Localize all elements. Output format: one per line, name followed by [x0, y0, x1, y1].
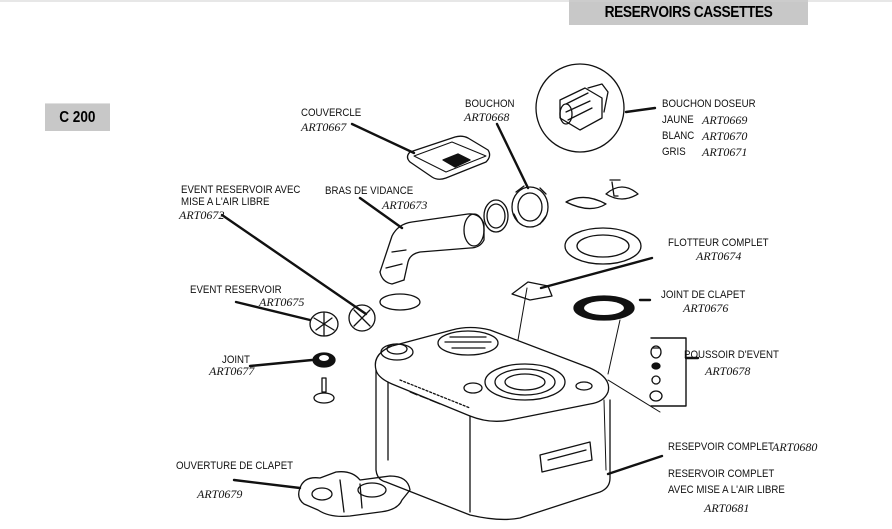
label-event-reservoir: EVENT RESERVOIR — [190, 284, 282, 296]
label-joint: JOINT — [222, 354, 250, 366]
bouchon-doseur-drawing — [535, 63, 625, 153]
label-variant-gris: GRIS — [662, 146, 686, 158]
event-reservoir-drawing — [309, 304, 376, 404]
label-bouchon-doseur: BOUCHON DOSEUR — [662, 98, 756, 110]
thin-leader-lines — [517, 287, 661, 413]
label-poussoir: POUSSOIR D'EVENT — [684, 349, 779, 361]
label-variant-jaune: JAUNE — [662, 114, 694, 126]
ref-joint: ART0677 — [209, 364, 255, 378]
ouverture-clapet-drawing — [298, 471, 411, 518]
header-bar: RESERVOIRS CASSETTES — [569, 0, 808, 25]
ref-couvercle: ART0667 — [301, 120, 347, 134]
flotteur-drawing — [511, 179, 642, 301]
model-badge-label: C 200 — [59, 108, 96, 126]
ref-flotteur: ART0674 — [696, 249, 742, 263]
ref-variant-blanc: ART0670 — [702, 129, 748, 143]
leader-lines — [220, 106, 700, 490]
label-couvercle: COUVERCLE — [301, 107, 362, 119]
ref-joint-clapet: ART0676 — [683, 301, 729, 315]
bouchon-drawing — [483, 185, 549, 233]
bras-vidance-drawing — [379, 213, 485, 311]
label-flotteur: FLOTTEUR COMPLET — [668, 237, 769, 249]
label-event-mise-air-2: MISE A L'AIR LIBRE — [181, 196, 270, 208]
label-reservoir-air-2: AVEC MISE A L'AIR LIBRE — [668, 484, 785, 496]
ref-event-mise-air: ART0672 — [179, 208, 225, 222]
ref-variant-gris: ART0671 — [702, 145, 748, 159]
label-event-mise-air-1: EVENT RESERVOIR AVEC — [181, 184, 301, 196]
label-reservoir-air-1: RESERVOIR COMPLET — [668, 468, 775, 480]
ref-bras-vidance: ART0673 — [382, 198, 428, 212]
ref-bouchon: ART0668 — [464, 110, 510, 124]
ref-reservoir-air: ART0681 — [704, 501, 750, 515]
ref-variant-jaune: ART0669 — [702, 113, 748, 127]
label-reservoir-complet: RESEPVOIR COMPLET — [668, 441, 774, 453]
label-joint-clapet: JOINT DE CLAPET — [661, 289, 746, 301]
reservoir-tank-drawing — [374, 326, 611, 521]
label-bouchon: BOUCHON — [465, 98, 515, 110]
ref-event-reservoir: ART0675 — [259, 295, 305, 309]
ref-poussoir: ART0678 — [705, 364, 751, 378]
poussoir-drawing — [649, 337, 687, 407]
page-title: RESERVOIRS CASSETTES — [604, 3, 773, 21]
label-ouverture-clapet: OUVERTURE DE CLAPET — [176, 460, 294, 472]
label-variant-blanc: BLANC — [662, 130, 695, 142]
ref-reservoir-complet: ART0680 — [772, 440, 818, 454]
model-badge: C 200 — [45, 103, 110, 131]
label-bras-vidance: BRAS DE VIDANCE — [325, 185, 414, 197]
couvercle-drawing — [406, 135, 491, 180]
ref-ouverture-clapet: ART0679 — [197, 487, 243, 501]
